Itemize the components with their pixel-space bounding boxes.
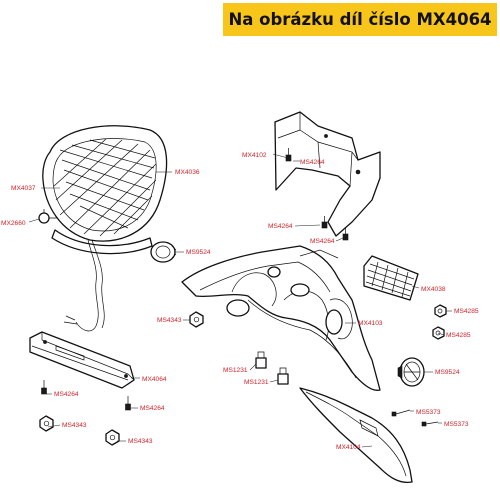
callout-mx2660: MX2660 bbox=[1, 220, 26, 227]
bolts-top bbox=[285, 148, 349, 241]
part-number-banner: Na obrázku díl číslo MX4064 bbox=[223, 3, 497, 36]
callout-ms4343-bottom-right: MS4343 bbox=[128, 438, 153, 445]
callout-mx4038: MX4038 bbox=[421, 286, 446, 293]
screws-ms5373 bbox=[391, 409, 439, 427]
round-reflector-left bbox=[150, 241, 177, 263]
round-reflector-right bbox=[397, 357, 425, 387]
callout-ms4264-top: MS4264 bbox=[300, 159, 325, 166]
callout-ms1231-lower: MS1231 bbox=[244, 379, 269, 386]
callout-ms5373-upper: MS5373 bbox=[416, 409, 441, 416]
leader-lines bbox=[28, 153, 452, 448]
callout-mx4103: MX4103 bbox=[358, 320, 383, 327]
licence-light-mx4064 bbox=[29, 331, 135, 389]
bolts-bottom-left bbox=[39, 380, 131, 446]
callout-ms4343-center: MS4343 bbox=[157, 317, 182, 324]
rear-fender-mx4103 bbox=[181, 245, 381, 391]
splash-guard-mx4104 bbox=[299, 387, 413, 484]
bracket-mx4102 bbox=[274, 111, 381, 237]
callout-ms4264-bottom-right: MS4264 bbox=[140, 405, 165, 412]
callout-ms4264-mid: MS4264 bbox=[268, 223, 293, 230]
callout-mx4037: MX4037 bbox=[11, 185, 36, 192]
callout-mx4104: MX4104 bbox=[336, 444, 361, 451]
banner-title: Na obrázku díl číslo MX4064 bbox=[228, 10, 492, 29]
callout-ms9524-right: MS9524 bbox=[435, 369, 460, 376]
nuts-ms4285 bbox=[432, 304, 447, 340]
callout-ms4285-upper: MS4285 bbox=[454, 308, 479, 315]
headlight-assembly bbox=[38, 125, 168, 332]
nut-ms4343-center bbox=[189, 311, 204, 328]
clips-ms1231 bbox=[255, 351, 289, 385]
callout-ms4264-bottom-left: MS4264 bbox=[54, 391, 79, 398]
callout-mx4064: MX4064 bbox=[142, 376, 167, 383]
callout-mx4036: MX4036 bbox=[175, 169, 200, 176]
callout-ms1231-upper: MS1231 bbox=[223, 367, 248, 374]
callout-mx4102: MX4102 bbox=[242, 152, 267, 159]
rear-reflector-mx4038 bbox=[363, 255, 419, 301]
callout-ms4264-low: MS4264 bbox=[310, 238, 335, 245]
callout-ms9524-left: MS9524 bbox=[186, 249, 211, 256]
callout-ms4343-bottom-left: MS4343 bbox=[62, 422, 87, 429]
callout-labels: MX4037 MX4036 MX2660 MS9524 MX4102 MS426… bbox=[1, 152, 479, 451]
callout-ms5373-lower: MS5373 bbox=[444, 421, 469, 428]
callout-ms4285-lower: MS4285 bbox=[446, 332, 471, 339]
